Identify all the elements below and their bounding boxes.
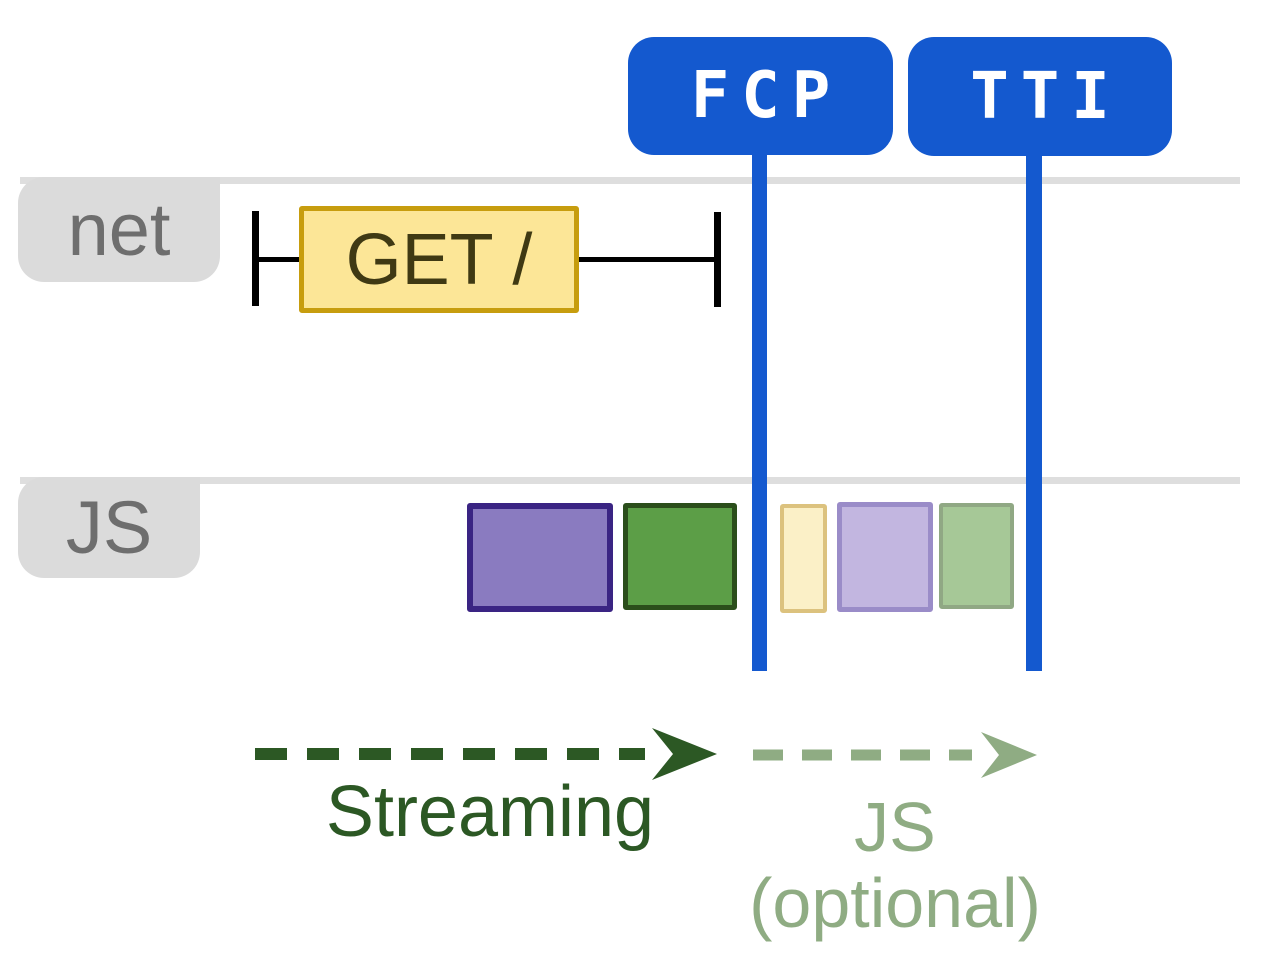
net-lane-tab: net (18, 177, 220, 282)
js-task-purple-faded (837, 502, 933, 612)
net-lane-line (20, 177, 1240, 184)
get-request-box: GET / (299, 206, 579, 313)
js-lane-tab: JS (18, 477, 200, 578)
get-request-label: GET / (345, 219, 533, 300)
fcp-marker-line (752, 148, 767, 671)
streaming-phase-label: Streaming (325, 772, 655, 852)
tti-badge: TTI (908, 37, 1172, 156)
tti-marker-line (1026, 148, 1042, 671)
js-phase-label: JS (854, 788, 936, 866)
js-lane-line (20, 477, 1240, 484)
js-task-purple (467, 503, 613, 612)
js-phase-arrow (753, 732, 1037, 778)
js-task-green (623, 503, 737, 610)
net-lane-label: net (67, 187, 171, 271)
js-phase-sublabel: (optional) (749, 864, 1041, 942)
js-task-yellow-faded (780, 504, 827, 613)
js-task-green-faded (939, 503, 1014, 609)
fcp-badge-label: FCP (690, 59, 843, 133)
tti-badge-label: TTI (970, 59, 1122, 134)
streaming-phase-arrow (255, 728, 717, 780)
js-lane-label: JS (65, 485, 153, 569)
request-end-tick (714, 212, 721, 307)
fcp-badge: FCP (628, 37, 893, 155)
